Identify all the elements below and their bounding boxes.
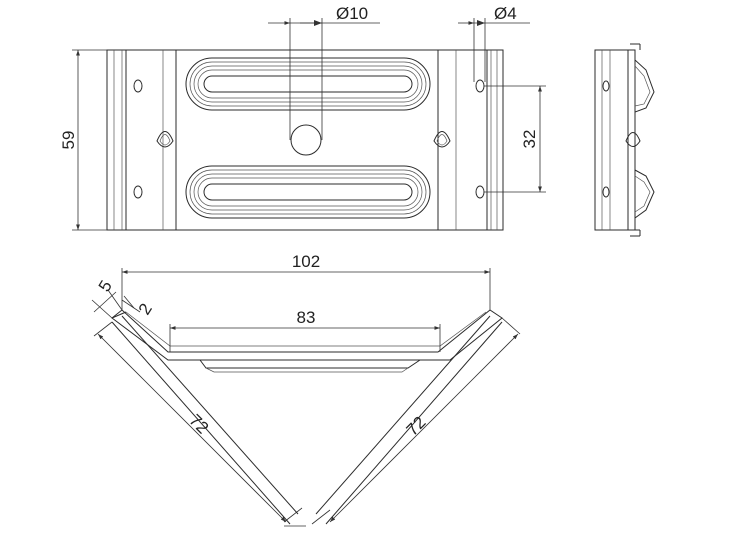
dim-label-flange: 5 <box>95 277 116 295</box>
dim-overall-width: 102 <box>121 252 491 310</box>
dim-label-hole-large: Ø10 <box>336 4 368 23</box>
dim-label-leg-left: 72 <box>185 411 212 438</box>
small-hole <box>133 185 143 199</box>
dim-label-inner-width: 83 <box>297 308 316 327</box>
dim-leg-left: 72 <box>93 321 306 527</box>
small-hole <box>133 79 143 93</box>
dim-label-overall-width: 102 <box>292 252 320 271</box>
dim-flange: 5 <box>91 277 123 319</box>
dim-label-thickness: 2 <box>135 300 156 318</box>
dim-hole-small: Ø4 <box>458 4 530 82</box>
upper-slot <box>185 57 431 111</box>
lower-slot <box>185 165 431 219</box>
dim-hole-large: Ø10 <box>268 4 380 140</box>
dim-hole-spacing: 32 <box>484 85 546 193</box>
dim-label-hole-small: Ø4 <box>494 4 517 23</box>
dim-label-leg-right: 72 <box>403 413 430 440</box>
bracket-legs <box>111 315 503 525</box>
small-hole <box>475 79 485 93</box>
dim-height: 59 <box>59 49 107 231</box>
emboss <box>156 131 174 148</box>
small-hole <box>475 185 485 199</box>
dim-label-hole-spacing: 32 <box>520 130 539 149</box>
front-view <box>106 49 504 231</box>
side-view <box>594 43 655 237</box>
dim-inner-width: 83 <box>169 308 441 352</box>
emboss <box>433 131 451 148</box>
dim-label-height: 59 <box>59 131 78 150</box>
center-hole <box>290 124 322 156</box>
plate-outline <box>106 49 504 231</box>
